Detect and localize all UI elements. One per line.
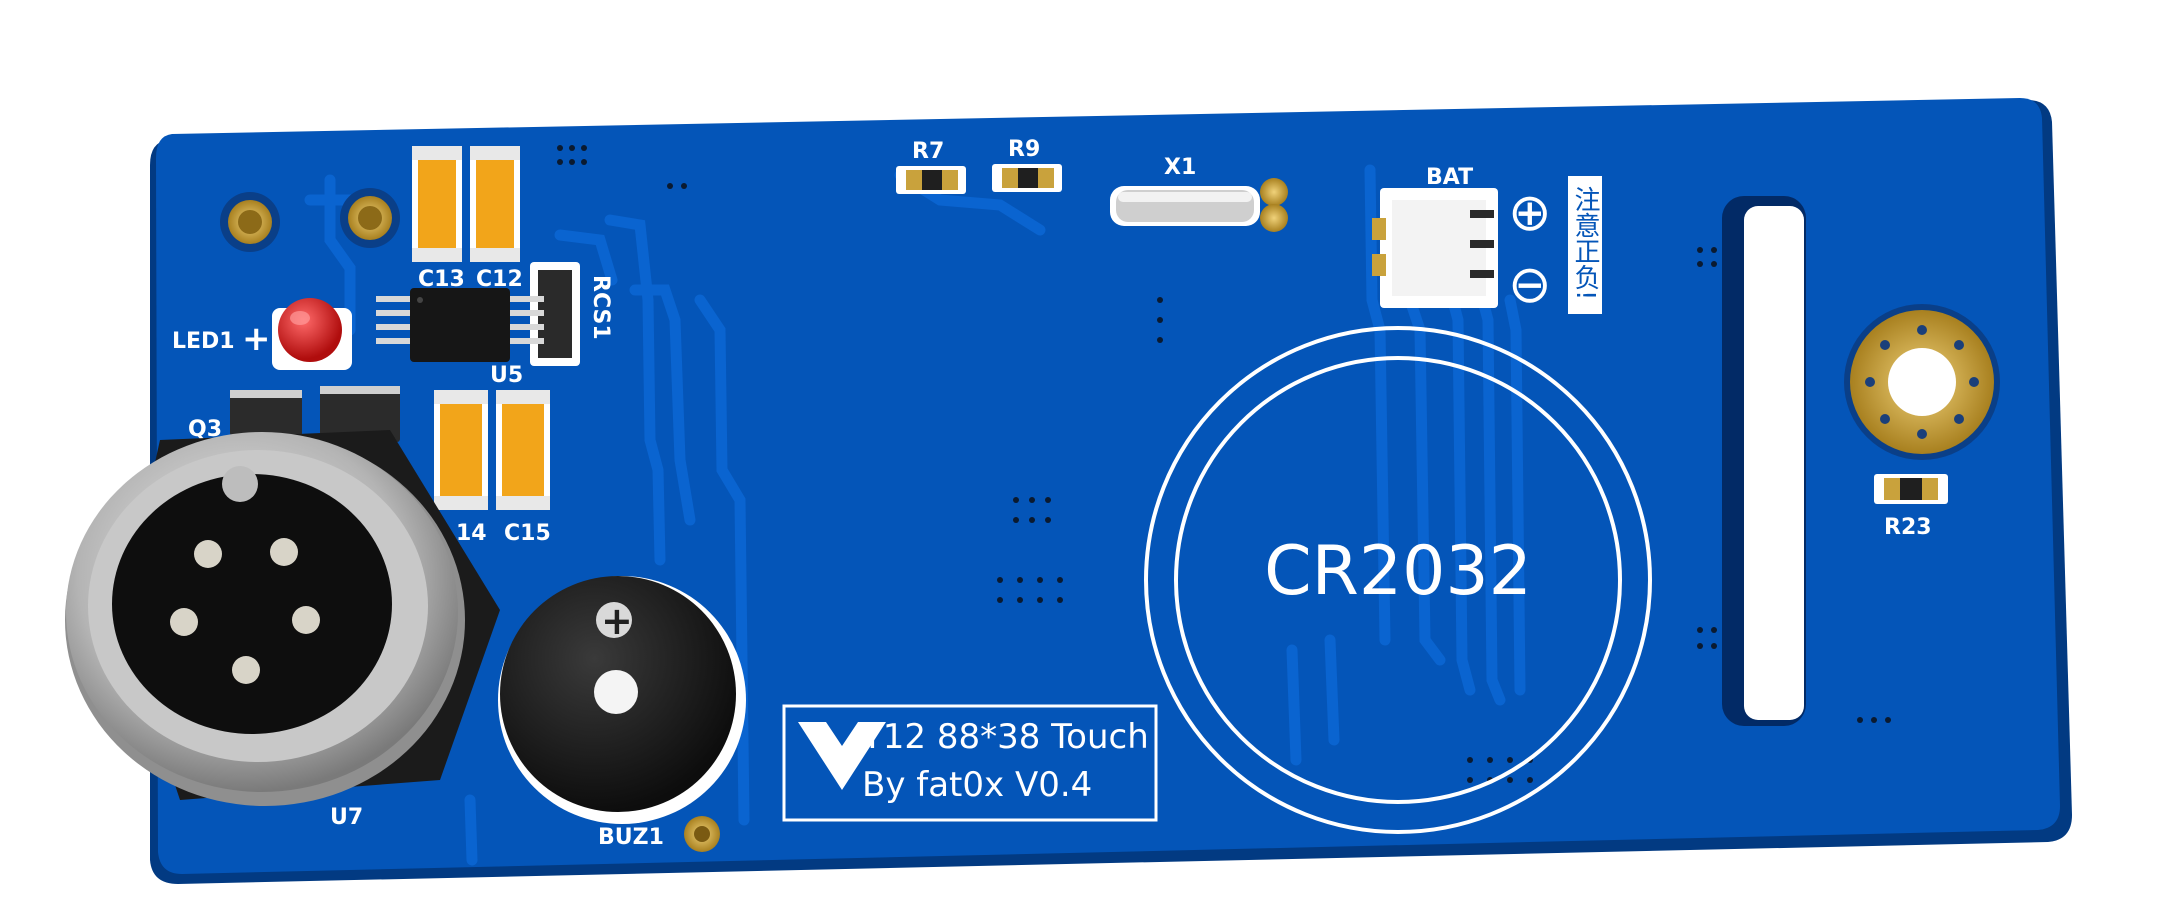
buzzer-buz1 — [498, 576, 746, 824]
capacitor-c13 — [412, 146, 462, 262]
resistor-r23 — [1874, 474, 1948, 504]
label-bat: BAT — [1426, 165, 1473, 190]
led1 — [272, 298, 352, 370]
mosfet-q3 — [230, 390, 302, 436]
capacitor-c14 — [434, 390, 488, 510]
label-led-plus: + — [242, 319, 271, 359]
connector-u7 — [65, 430, 500, 806]
cr2032-holder — [1144, 326, 1652, 834]
symbol-plus: ⊕ — [1508, 183, 1552, 243]
polarity-note-box — [1568, 176, 1602, 314]
label-led1: LED1 — [172, 329, 235, 354]
info-line-1: T12 88*38 Touch — [861, 717, 1149, 757]
capacitor-c12 — [470, 146, 520, 262]
label-c13: C13 — [418, 267, 465, 292]
label-r23: R23 — [1884, 515, 1932, 540]
label-r7: R7 — [912, 139, 944, 164]
label-x1: X1 — [1164, 155, 1196, 180]
capacitor-c15 — [496, 390, 550, 510]
board-slot — [1722, 196, 1806, 726]
mounting-pad-left-1 — [220, 192, 280, 252]
chip-u5 — [376, 288, 544, 362]
label-r9: R9 — [1008, 137, 1040, 162]
label-c12: C12 — [476, 267, 523, 292]
label-c15: C15 — [504, 521, 551, 546]
pcb-vias — [557, 145, 1891, 783]
label-buzzer-plus: + — [601, 599, 633, 643]
battery-connector-bat — [1372, 188, 1498, 308]
info-label-box — [782, 704, 1158, 822]
label-u7: U7 — [330, 805, 363, 830]
mosfet-q4 — [320, 386, 400, 442]
label-cr2032: CR2032 — [1264, 532, 1532, 611]
label-rcs1: RCS1 — [588, 275, 613, 340]
info-line-2: By fat0x V0.4 — [862, 765, 1092, 805]
pad-buz1 — [684, 816, 720, 852]
crystal-x1 — [1110, 178, 1288, 232]
label-c14: 14 — [456, 521, 487, 546]
logo-chevron — [798, 722, 886, 790]
resistor-r7 — [896, 166, 966, 194]
mounting-pad-left-2 — [340, 188, 400, 248]
label-buz1: BUZ1 — [598, 825, 664, 850]
symbol-minus: ⊖ — [1508, 255, 1552, 315]
resistor-r9 — [992, 164, 1062, 192]
polarity-note: 注意正负! — [1570, 186, 1600, 301]
label-u5: U5 — [490, 363, 523, 388]
mounting-hole-right — [1844, 304, 2000, 460]
